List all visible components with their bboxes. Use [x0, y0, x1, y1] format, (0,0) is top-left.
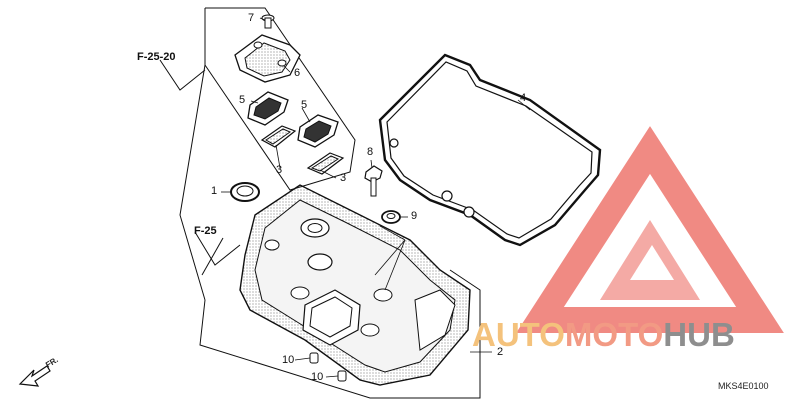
dowel-pin-10a	[309, 352, 319, 364]
bolt-7	[261, 14, 275, 29]
grommet-1	[230, 182, 260, 202]
watermark-part-auto: AUTO	[472, 316, 565, 353]
seal-5a	[247, 91, 289, 126]
breather-cover	[234, 34, 301, 83]
watermark-logo	[516, 126, 784, 333]
head-cover-gasket	[378, 53, 602, 247]
ref-f-25: F-25	[194, 225, 217, 237]
callout-7: 7	[248, 12, 255, 24]
grommet-9	[381, 210, 401, 224]
callout-10-lower: 10	[311, 371, 324, 383]
ref-f-25-20: F-25-20	[137, 51, 176, 63]
callout-leaders	[221, 17, 531, 378]
callout-10-upper: 10	[282, 354, 295, 366]
reference-leaders	[159, 59, 241, 276]
callout-3-left: 3	[276, 164, 283, 176]
callout-9: 9	[411, 210, 418, 222]
watermark-part-hub: HUB	[663, 316, 735, 353]
front-direction-arrow	[18, 365, 51, 387]
group-outline-upper	[179, 7, 356, 301]
seal-5b	[297, 114, 339, 148]
plug-seal-3a	[260, 125, 297, 148]
callout-1: 1	[211, 185, 218, 197]
group-outline-lower	[199, 269, 481, 399]
watermark-brand-text: AUTOMOTOHUB	[472, 318, 735, 351]
callout-5-upper: 5	[239, 94, 246, 106]
callout-8: 8	[367, 146, 374, 158]
callout-3-right: 3	[340, 172, 347, 184]
dowel-pin-10b	[337, 370, 347, 382]
callout-2: 2	[497, 346, 504, 358]
plug-seal-3b	[306, 152, 345, 175]
watermark-part-moto: MOTO	[564, 316, 664, 353]
diagram-code: MKS4E0100	[718, 381, 769, 391]
callout-6: 6	[294, 67, 301, 79]
callout-4: 4	[520, 92, 527, 104]
cylinder-head-cover	[239, 184, 471, 386]
bolt-8	[364, 165, 383, 197]
callout-5-lower: 5	[301, 99, 308, 111]
